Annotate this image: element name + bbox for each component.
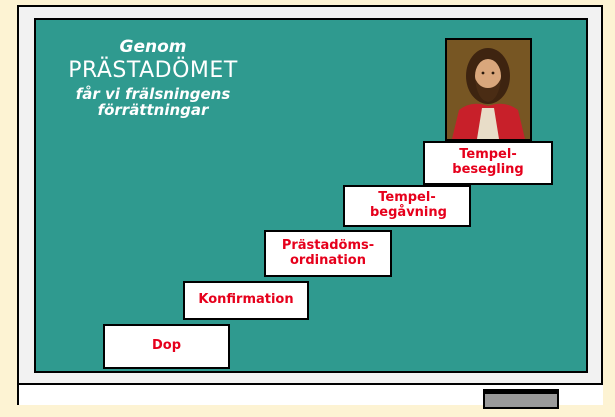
step-dop-label: Dop — [151, 338, 182, 354]
step-konfirmation: Konfirmation — [183, 281, 309, 320]
step-tempelbesegling-label: Tempel-besegling — [452, 147, 524, 177]
eraser — [483, 389, 559, 409]
step-tempelbesegling: Tempel-besegling — [423, 141, 553, 185]
title-block: Genom PRÄSTADÖMET får vi frälsningens fö… — [38, 38, 268, 119]
step-tempelbegavning: Tempel-begåvning — [343, 185, 471, 227]
title-line-3: får vi frälsningens förrättningar — [75, 84, 231, 120]
step-konfirmation-label: Konfirmation — [198, 292, 294, 308]
title-line-2: PRÄSTADÖMET — [68, 57, 238, 83]
chalk-ledge — [19, 383, 603, 405]
step-prastadomsordination-label: Prästadöms-ordination — [281, 237, 375, 268]
step-tempelbegavning-label: Tempel-begåvning — [370, 190, 447, 220]
step-prastadomsordination: Prästadöms-ordination — [264, 230, 392, 277]
title-line-1: Genom — [119, 37, 187, 57]
step-dop: Dop — [103, 324, 230, 369]
portrait-image — [445, 38, 532, 141]
